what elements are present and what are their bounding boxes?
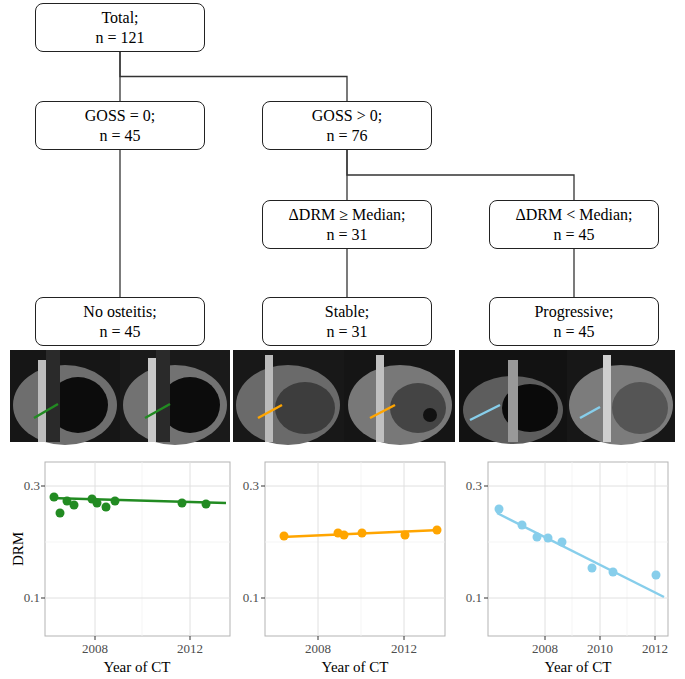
- tree-connector: [347, 150, 574, 200]
- box-text: No osteitis; n = 45: [83, 302, 156, 340]
- tick-label: 0.3: [243, 479, 259, 493]
- tick-label: 2012: [391, 642, 417, 656]
- process-box: No osteitis; n = 45: [35, 297, 205, 346]
- box-text: ΔDRM < Median; n = 45: [515, 205, 632, 243]
- process-box: Total; n = 121: [35, 3, 205, 52]
- process-box: Stable; n = 31: [262, 297, 432, 346]
- tree-connector: [573, 249, 574, 297]
- box-text: ΔDRM ≥ Median; n = 31: [289, 205, 406, 243]
- tick-label: 2012: [177, 642, 203, 656]
- process-box: GOSS > 0; n = 76: [262, 101, 432, 150]
- chart-panels: [41, 462, 668, 640]
- tick-label: 2008: [532, 642, 558, 656]
- axis-title: Year of CT: [104, 659, 171, 676]
- tick-label: 2012: [642, 642, 668, 656]
- tree-connector: [119, 150, 120, 297]
- box-text: Total; n = 121: [95, 8, 144, 46]
- tick-label: 0.3: [466, 479, 482, 493]
- axis-title: Year of CT: [322, 659, 389, 676]
- box-text: GOSS > 0; n = 76: [312, 106, 382, 144]
- ct-images: [10, 350, 675, 445]
- tick-label: 2008: [82, 642, 108, 656]
- process-box: Progressive; n = 45: [489, 297, 659, 346]
- box-text: GOSS = 0; n = 45: [85, 106, 155, 144]
- box-text: Stable; n = 31: [325, 302, 369, 340]
- tick-label: 0.1: [24, 591, 40, 605]
- tick-label: 2010: [587, 642, 613, 656]
- axis-title: Year of CT: [545, 659, 612, 676]
- tick-label: 2008: [305, 642, 331, 656]
- axis-title: DRM: [10, 532, 27, 566]
- tree-connector: [120, 52, 347, 101]
- process-box: ΔDRM ≥ Median; n = 31: [262, 200, 432, 249]
- process-box: GOSS = 0; n = 45: [35, 101, 205, 150]
- process-box: ΔDRM < Median; n = 45: [489, 200, 659, 249]
- box-text: Progressive; n = 45: [534, 302, 613, 340]
- tick-label: 0.1: [243, 591, 259, 605]
- tick-label: 0.3: [24, 479, 40, 493]
- tick-label: 0.1: [466, 591, 482, 605]
- tree-connector: [346, 249, 347, 297]
